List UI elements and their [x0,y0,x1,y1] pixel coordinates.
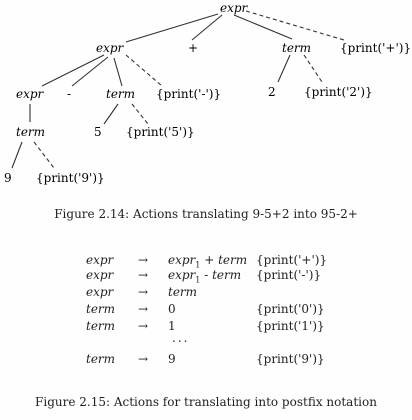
node-9: 9 [4,171,12,185]
rhs-symbol: term [218,253,248,267]
rule-arrow: → [138,268,149,282]
rule-arrow: → [138,319,149,333]
node-plus: + [188,41,198,55]
rhs-subscript: 1 [195,275,201,285]
edge-root-expr [125,13,219,43]
rule-arrow: → [138,253,149,267]
rule-lhs: term [86,352,116,366]
rule-rhs: 1 [168,319,176,333]
edge-root-action [245,10,345,41]
rhs-symbol: term [168,285,198,299]
edge-expr-expr [41,54,105,87]
figure-caption-2-14: Figure 2.14: Actions translating 9-5+2 i… [54,207,358,221]
figure-caption-2-15: Figure 2.15: Actions for translating int… [35,395,377,409]
rule-rhs: 0 [168,302,176,316]
node-action-9: {print('9')} [36,171,105,185]
rule-lhs: term [86,302,116,316]
rule-lhs: term [86,319,116,333]
node-action-minus: {print('-')} [156,87,221,101]
node-expr-level3: expr [16,87,45,101]
edge-term-action5 [131,103,149,125]
edge-term-action2 [303,54,323,83]
rule-action: {print('1')} [256,319,325,333]
edge-expr-action [125,54,163,87]
rule-arrow: → [138,352,149,366]
rule-action: {print('9')} [256,352,325,366]
rhs-operator: - [200,268,213,282]
edge-term-2 [277,54,291,83]
edge-term-action9 [33,141,55,169]
node-term-right: term [282,41,311,55]
annotated-parse-tree: expr + term {print('+')} expr - term {pr… [4,1,411,185]
rhs-operator: + [200,253,219,267]
rule-rhs: term [168,285,197,299]
rule-rhs: 9 [168,352,176,366]
rule-lhs: expr [86,253,114,267]
rule-arrow: → [138,302,149,316]
rule-arrow: → [138,285,149,299]
node-expr-level2: expr [96,41,125,55]
rule-action: {print('-')} [256,268,322,282]
edge-term-9 [11,141,23,169]
node-action-plus: {print('+')} [340,41,411,55]
rule-lhs: expr [86,268,114,282]
rule-action: {print('0')} [256,302,325,316]
rule-rhs: expr1 - term [168,268,241,284]
node-minus: - [67,87,71,101]
edge-root-term [233,14,293,40]
rule-action: {print('+')} [256,253,328,267]
node-action-2: {print('2')} [304,85,373,99]
rhs-symbol: expr [168,253,196,267]
node-root-expr: expr [220,1,249,15]
node-term-low: term [16,125,45,139]
rhs-subscript: 1 [195,260,201,270]
edge-expr-term [113,57,123,87]
rhs-symbol: term [212,268,242,282]
node-action-5: {print('5')} [126,125,195,139]
node-5: 5 [94,125,102,139]
rhs-symbol: expr [168,268,196,282]
rule-rhs: expr1 + term [168,253,247,269]
edge-term-5 [103,103,119,125]
edge-root-plus [191,14,223,41]
rules-ellipsis: ... [172,331,190,345]
node-2: 2 [268,85,276,99]
node-term-middle: term [106,87,135,101]
edge-expr-minus [71,56,109,87]
rule-lhs: expr [86,285,114,299]
